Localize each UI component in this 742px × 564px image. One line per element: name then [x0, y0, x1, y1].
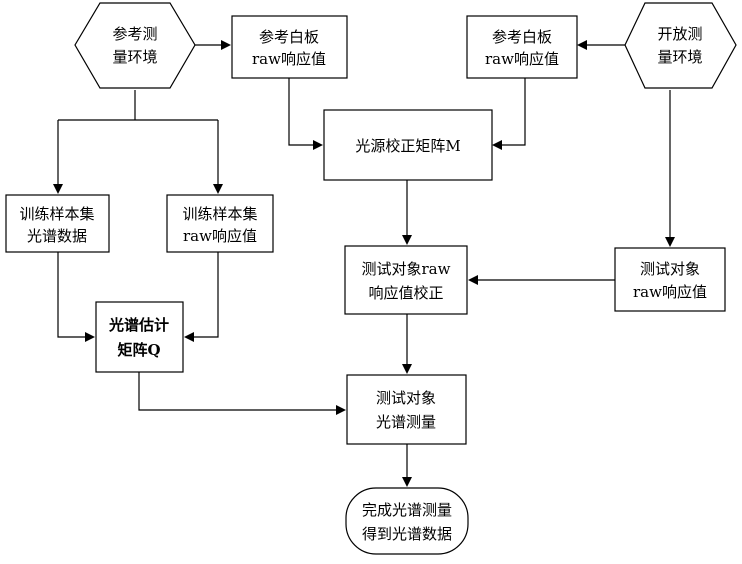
- node-label-line: 训练样本集: [19, 205, 94, 223]
- node-training-spectral-data: 训练样本集 光谱数据: [6, 195, 109, 252]
- node-label-line: 参考测: [112, 25, 157, 43]
- box-shape: [347, 375, 466, 444]
- node-label-line: 响应值校正: [368, 284, 443, 302]
- node-label-line: 开放测: [657, 25, 702, 43]
- arrowhead: [402, 235, 412, 245]
- terminal-shape: [346, 488, 468, 554]
- box-shape: [615, 248, 725, 311]
- arrowhead: [184, 332, 194, 342]
- arrowhead: [402, 477, 412, 487]
- hexagon-shape: [75, 3, 195, 88]
- node-test-raw-correction: 测试对象raw 响应值校正: [345, 246, 467, 314]
- node-label-line: 矩阵Q: [117, 341, 160, 359]
- node-done: 完成光谱测量 得到光谱数据: [346, 488, 468, 554]
- node-reference-white-raw: 参考白板 raw响应值: [232, 16, 347, 78]
- edge-train-raw-to-q: [193, 252, 218, 337]
- hexagon-shape: [625, 3, 736, 88]
- arrowhead: [313, 140, 323, 150]
- node-label-line: 测试对象: [376, 389, 436, 407]
- node-label-line: 测试对象raw: [362, 260, 451, 278]
- node-training-raw-response: 训练样本集 raw响应值: [167, 195, 273, 252]
- node-label-line: 光谱测量: [376, 413, 436, 431]
- arrowhead: [336, 405, 346, 415]
- node-label-line: 参考白板: [259, 28, 319, 46]
- node-label-line: raw响应值: [252, 50, 326, 68]
- arrowhead: [665, 237, 675, 247]
- arrowhead: [492, 140, 502, 150]
- node-label-line: 完成光谱测量: [362, 501, 452, 519]
- arrowhead: [468, 275, 478, 285]
- box-shape: [467, 16, 577, 78]
- arrowhead: [213, 184, 223, 194]
- node-open-environment: 开放测 量环境: [625, 3, 736, 88]
- node-test-raw-response: 测试对象 raw响应值: [615, 248, 725, 311]
- node-label-line: raw响应值: [633, 283, 707, 301]
- arrowhead: [402, 364, 412, 374]
- node-label-line: 光谱数据: [27, 227, 87, 245]
- node-spectral-estimation-matrix: 光谱估计 矩阵Q: [96, 302, 183, 372]
- box-shape: [96, 302, 183, 372]
- box-shape: [345, 246, 467, 314]
- edge-ref-white-right-to-matrix: [501, 78, 525, 145]
- node-label-line: 光谱估计: [108, 316, 169, 334]
- node-label-line: 测试对象: [640, 260, 700, 278]
- node-label-line: 训练样本集: [182, 205, 257, 223]
- node-reference-white-raw-right: 参考白板 raw响应值: [467, 16, 577, 78]
- node-label-line: raw响应值: [183, 227, 257, 245]
- arrowhead: [577, 40, 587, 50]
- edge-q-to-measure: [139, 372, 337, 410]
- node-label-line: 量环境: [112, 48, 157, 66]
- node-label-line: 光源校正矩阵M: [355, 137, 460, 155]
- box-shape: [232, 16, 347, 78]
- node-test-spectral-measurement: 测试对象 光谱测量: [347, 375, 466, 444]
- node-label-line: 量环境: [657, 48, 702, 66]
- arrowhead: [221, 40, 231, 50]
- arrowhead: [85, 332, 95, 342]
- edge-ref-env-split: [58, 90, 218, 185]
- node-label-line: 参考白板: [492, 28, 552, 46]
- node-label-line: 得到光谱数据: [362, 525, 452, 543]
- edge-train-spectral-to-q: [58, 252, 86, 337]
- arrowhead: [53, 184, 63, 194]
- node-light-correction-matrix: 光源校正矩阵M: [324, 110, 492, 180]
- node-reference-environment: 参考测 量环境: [75, 3, 195, 88]
- node-label-line: raw响应值: [485, 50, 559, 68]
- edge-ref-white-to-matrix: [289, 78, 314, 145]
